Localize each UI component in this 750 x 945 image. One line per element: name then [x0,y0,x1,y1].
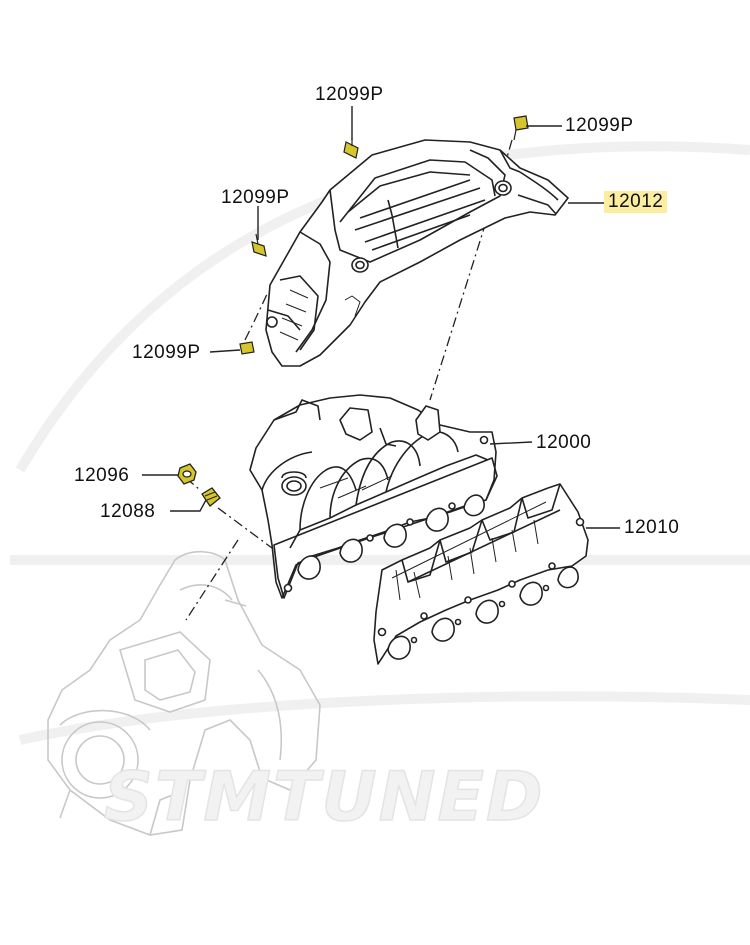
leader-lines [142,106,620,529]
callout-12088: 12088 [100,501,156,522]
manifold-gasket [373,483,589,665]
callout-12012-highlighted: 12012 [604,191,668,213]
bolt-12099p-bottom [239,341,255,355]
nut-12096 [177,463,197,485]
heat-shield [265,139,569,367]
callout-12010: 12010 [624,517,680,538]
callout-12099p-left: 12099P [221,187,290,208]
bolt-12099p-right [513,115,529,141]
callout-12000: 12000 [536,432,592,453]
bolt-12099p-left [251,233,267,257]
exhaust-manifold [249,394,498,599]
callout-12099p-bottom: 12099P [132,342,201,363]
callout-12099p-right: 12099P [565,115,634,136]
callout-12099p-top: 12099P [315,84,384,105]
stud-12088 [201,487,221,507]
bolt-12099p-top [343,138,359,159]
callout-12096: 12096 [74,465,130,486]
watermark-logo: STMTUNED [103,757,545,838]
